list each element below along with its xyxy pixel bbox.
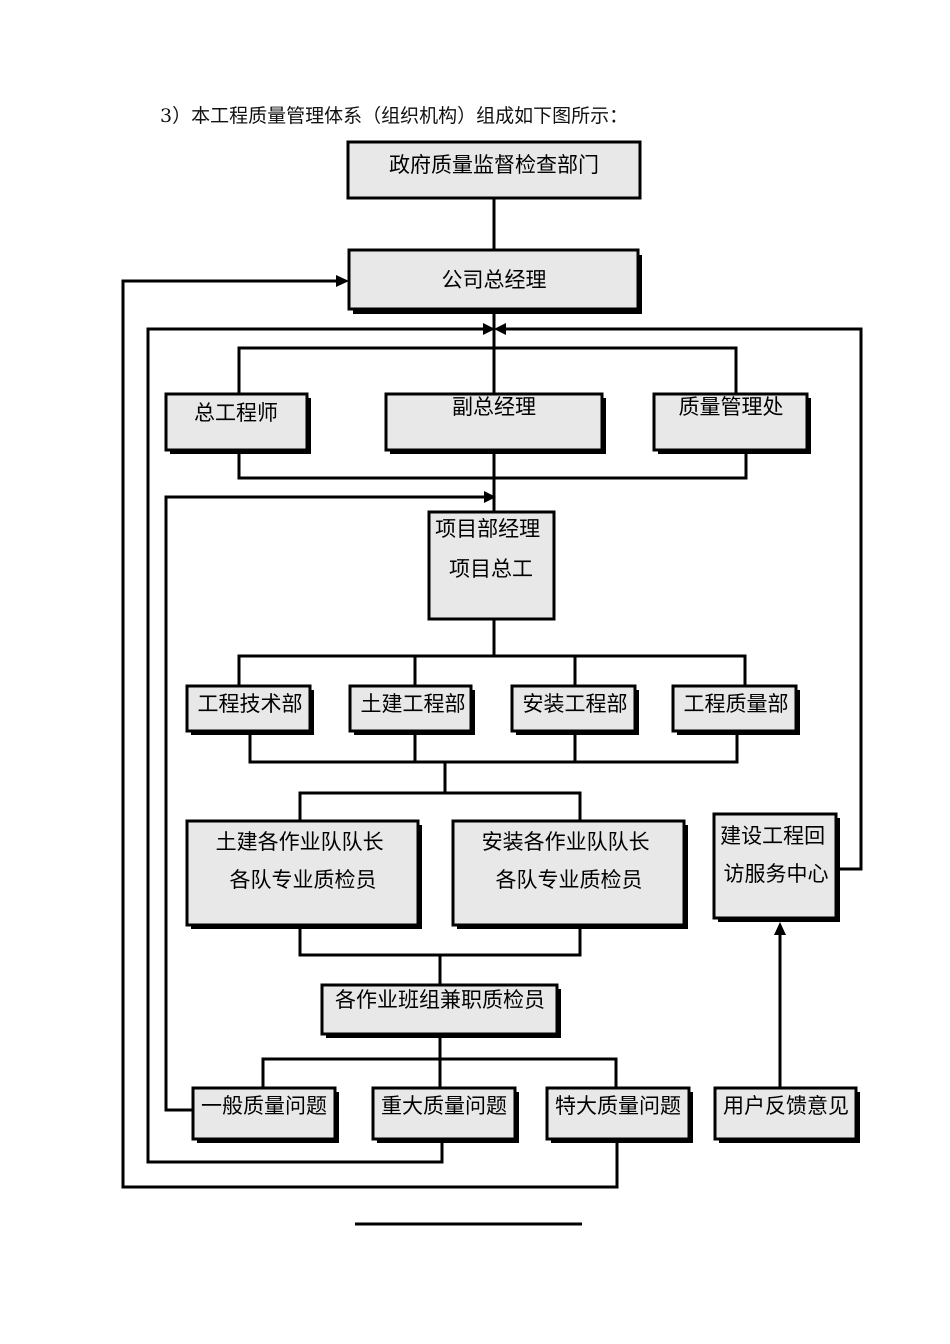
diagram-caption: 3）本工程质量管理体系（组织机构）组成如下图所示： bbox=[160, 105, 629, 127]
node-ceo-line-1: 公司总经理 bbox=[442, 268, 547, 292]
node-chief-engineer-line-1: 总工程师 bbox=[194, 401, 278, 425]
node-revisit-center-label: 建设工程回 访服务中心 bbox=[720, 824, 832, 886]
node-team-inspectors-line-1: 各作业班组兼职质检员 bbox=[335, 988, 545, 1012]
node-user-feedback-label: 用户反馈意见 bbox=[723, 1094, 849, 1118]
node-revisit-center-line-1: 建设工程回 bbox=[720, 824, 825, 848]
node-gov-label: 政府质量监督检查部门 bbox=[389, 153, 599, 177]
node-quality-dept-label: 工程质量部 bbox=[684, 692, 789, 716]
node-quality-office: 质量管理处 bbox=[652, 392, 811, 454]
connector-teams-bus-top bbox=[298, 791, 582, 823]
node-install-dept: 安装工程部 bbox=[510, 684, 639, 735]
node-revisit-center: 建设工程回 访服务中心 bbox=[712, 812, 840, 922]
node-civil-dept: 土建工程部 bbox=[348, 684, 475, 735]
node-quality-office-label: 质量管理处 bbox=[679, 395, 784, 419]
node-team-inspectors-label: 各作业班组兼职质检员 bbox=[335, 988, 545, 1012]
node-civil-dept-line-1: 土建工程部 bbox=[361, 692, 466, 716]
node-chief-engineer: 总工程师 bbox=[164, 392, 311, 454]
feedback-revisit-center-to-management bbox=[502, 327, 863, 871]
node-team-inspectors: 各作业班组兼职质检员 bbox=[320, 983, 561, 1038]
arrowhead-to-revisit-center bbox=[774, 922, 786, 935]
node-critical-issue-line-1: 特大质量问题 bbox=[555, 1094, 681, 1118]
node-major-issue-line-1: 重大质量问题 bbox=[381, 1094, 507, 1118]
node-vice-gm-label: 副总经理 bbox=[452, 395, 536, 419]
node-civil-teams-label: 土建各作业队队长 各队专业质检员 bbox=[216, 830, 391, 892]
node-vice-gm-line-1: 副总经理 bbox=[452, 395, 536, 419]
node-install-teams-line-1: 安装各作业队队长 bbox=[482, 830, 650, 854]
node-civil-teams-line-1: 土建各作业队队长 bbox=[216, 830, 384, 854]
node-critical-issue-label: 特大质量问题 bbox=[555, 1094, 681, 1118]
node-ceo: 公司总经理 bbox=[347, 248, 642, 314]
node-quality-office-line-1: 质量管理处 bbox=[679, 395, 784, 419]
node-tech-dept-line-1: 工程技术部 bbox=[198, 692, 303, 716]
node-quality-dept-line-1: 工程质量部 bbox=[684, 692, 789, 716]
connector-issues-bus bbox=[261, 1057, 618, 1090]
node-civil-teams-line-2: 各队专业质检员 bbox=[230, 868, 377, 892]
node-project-manager-line-1: 项目部经理 bbox=[435, 517, 540, 541]
node-user-feedback: 用户反馈意见 bbox=[713, 1086, 860, 1143]
node-ceo-label: 公司总经理 bbox=[442, 268, 547, 292]
arrowhead-right-to-management bbox=[494, 323, 506, 335]
connector-dept-bus-bottom bbox=[248, 732, 739, 764]
connector-teams-bus-bottom bbox=[298, 925, 582, 957]
connector-lines bbox=[121, 197, 863, 1189]
connector-dept-bus-top bbox=[237, 654, 747, 688]
arrowhead-to-ceo bbox=[336, 275, 349, 287]
arrowhead-to-pm bbox=[484, 491, 496, 503]
arrowheads bbox=[336, 275, 786, 935]
node-general-issue-line-1: 一般质量问题 bbox=[201, 1094, 327, 1118]
node-tech-dept: 工程技术部 bbox=[185, 684, 314, 735]
node-install-teams: 安装各作业队队长 各队专业质检员 bbox=[451, 819, 688, 929]
node-project-manager-label: 项目部经理 项目总工 bbox=[435, 517, 547, 581]
node-major-issue: 重大质量问题 bbox=[371, 1086, 519, 1143]
node-quality-dept: 工程质量部 bbox=[671, 684, 800, 735]
node-project-manager-line-2: 项目总工 bbox=[449, 557, 533, 581]
node-install-teams-label: 安装各作业队队长 各队专业质检员 bbox=[482, 830, 657, 892]
node-tech-dept-label: 工程技术部 bbox=[198, 692, 303, 716]
node-gov: 政府质量监督检查部门 bbox=[346, 140, 642, 200]
node-civil-teams: 土建各作业队队长 各队专业质检员 bbox=[185, 819, 422, 929]
node-major-issue-label: 重大质量问题 bbox=[381, 1094, 507, 1118]
node-general-issue: 一般质量问题 bbox=[191, 1086, 339, 1143]
node-user-feedback-line-1: 用户反馈意见 bbox=[723, 1094, 849, 1118]
node-civil-dept-label: 土建工程部 bbox=[361, 692, 466, 716]
feedback-major-issue-to-management bbox=[146, 327, 488, 1164]
node-project-manager: 项目部经理 项目总工 bbox=[427, 510, 556, 621]
node-chief-engineer-label: 总工程师 bbox=[194, 401, 278, 425]
feedback-general-issue-to-pm bbox=[164, 495, 488, 1112]
feedback-critical-issue-to-ceo bbox=[121, 279, 619, 1189]
connector-management-bus-bottom bbox=[237, 450, 748, 480]
node-critical-issue: 特大质量问题 bbox=[545, 1086, 693, 1143]
node-general-issue-label: 一般质量问题 bbox=[201, 1094, 327, 1118]
org-boxes: 政府质量监督检查部门 公司总经理 总工程师 bbox=[164, 140, 860, 1143]
node-install-dept-label: 安装工程部 bbox=[523, 692, 628, 716]
node-install-teams-line-2: 各队专业质检员 bbox=[496, 868, 643, 892]
node-revisit-center-line-2: 访服务中心 bbox=[724, 862, 829, 886]
node-vice-gm: 副总经理 bbox=[384, 392, 606, 454]
connector-management-bus-top bbox=[237, 346, 738, 396]
node-gov-line-1: 政府质量监督检查部门 bbox=[389, 153, 599, 177]
arrowhead-left-to-management bbox=[483, 323, 495, 335]
node-install-dept-line-1: 安装工程部 bbox=[523, 692, 628, 716]
